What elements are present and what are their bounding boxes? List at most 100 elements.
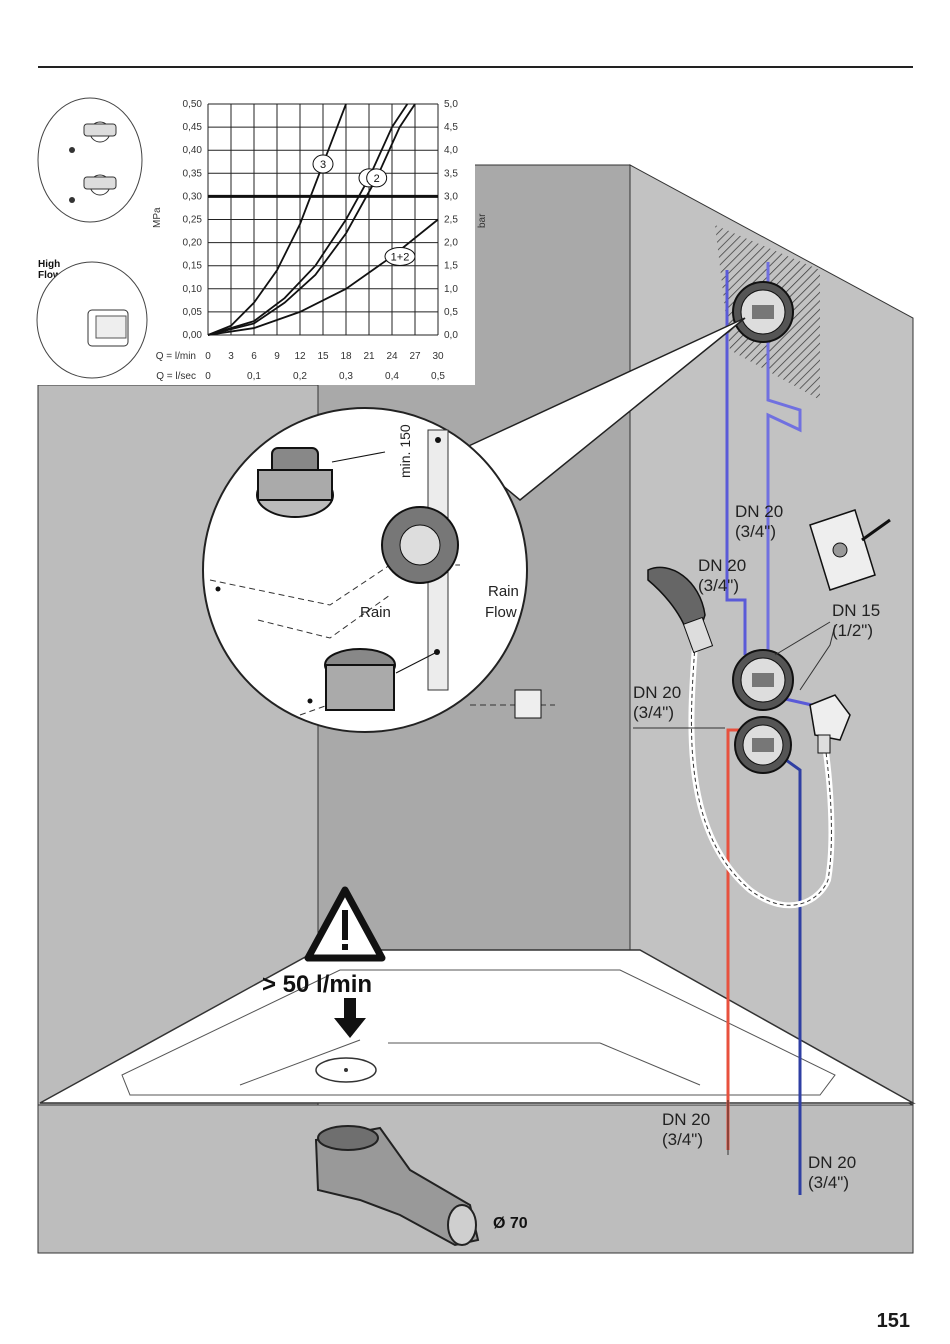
x-row1-label: Q = l/min	[156, 351, 196, 362]
y-left-tick: 0,25	[183, 215, 203, 226]
ceiling-valve	[732, 281, 794, 343]
y-right-tick: 4,0	[444, 145, 458, 156]
drain-center	[344, 1068, 348, 1072]
page-number: 151	[876, 1310, 910, 1332]
pressure-flow-chart: 3121+2 0,000,00,050,50,101,00,151,50,202…	[152, 99, 488, 382]
series-label: 2	[374, 173, 380, 185]
dn15-size: (1/2")	[832, 621, 873, 640]
y-right-tick: 1,5	[444, 261, 458, 272]
rain-flow-label-2: Flow	[485, 604, 517, 621]
y-right-tick: 2,0	[444, 238, 458, 249]
y-left-tick: 0,00	[183, 330, 203, 341]
series-label-bubble	[312, 154, 334, 174]
y-left-unit: MPa	[152, 207, 163, 228]
down-arrow-head-icon	[334, 1018, 366, 1038]
down-arrow-icon	[344, 998, 356, 1020]
y-left-tick: 0,10	[183, 284, 203, 295]
x-row1-tick: 12	[294, 351, 306, 362]
y-left-tick: 0,50	[183, 99, 203, 110]
y-left-tick: 0,40	[183, 145, 203, 156]
y-right-tick: 0,0	[444, 330, 458, 341]
x-row2-label: Q = l/sec	[156, 371, 196, 382]
x-row2-tick: 0,4	[385, 371, 399, 382]
dn20-size-mid: (3/4")	[698, 576, 739, 595]
warning-dot	[342, 944, 348, 950]
dn20-size-cold: (3/4")	[808, 1173, 849, 1192]
dn20-label-hot: DN 20	[662, 1110, 710, 1129]
series-label-bubble	[366, 168, 388, 188]
tray-edge	[599, 1042, 701, 1086]
high-flow-label-2: Flow	[38, 270, 61, 281]
dn20-label-top: DN 20	[735, 502, 783, 521]
mixing-valve-upper	[732, 649, 794, 711]
x-row2-tick: 0,3	[339, 371, 353, 382]
shower-hose-outline	[690, 644, 832, 906]
x-row1-tick: 0	[205, 351, 211, 362]
series-2-line	[207, 103, 416, 336]
x-row1-tick: 15	[317, 351, 329, 362]
escutcheon-plate-icon	[809, 509, 891, 591]
drain-diameter-label: Ø 70	[493, 1215, 528, 1232]
wall-outlet-icon	[809, 694, 851, 754]
y-left-tick: 0,45	[183, 122, 203, 133]
x-row2-tick: 0,2	[293, 371, 307, 382]
plug-lower-icon	[324, 648, 396, 711]
x-row1-tick: 3	[228, 351, 234, 362]
dn20-size-left: (3/4")	[633, 703, 674, 722]
y-right-tick: 3,5	[444, 168, 458, 179]
x-row1-tick: 30	[432, 351, 444, 362]
x-row1-tick: 24	[386, 351, 398, 362]
x-row1-tick: 18	[340, 351, 352, 362]
hand-shower-icon	[647, 566, 714, 654]
series-label: 3	[320, 159, 326, 171]
y-right-tick: 1,0	[444, 284, 458, 295]
x-row2-tick: 0,1	[247, 371, 261, 382]
high-flow-label-1: High	[38, 259, 60, 270]
y-right-tick: 3,0	[444, 191, 458, 202]
y-left-tick: 0,15	[183, 261, 203, 272]
x-row1-tick: 27	[409, 351, 421, 362]
x-row2-tick: 0,5	[431, 371, 445, 382]
tray-edge	[239, 1039, 361, 1086]
y-right-tick: 5,0	[444, 99, 458, 110]
y-right-unit: bar	[477, 213, 488, 228]
series-label: 1+2	[391, 251, 410, 263]
x-row1-tick: 9	[274, 351, 280, 362]
dn20-label-mid: DN 20	[698, 556, 746, 575]
rain-label: Rain	[360, 604, 391, 621]
rain-flow-label-1: Rain	[488, 583, 519, 600]
tray-inner	[121, 969, 836, 1096]
x-row1-tick: 21	[363, 351, 375, 362]
y-right-tick: 0,5	[444, 307, 458, 318]
y-right-tick: 4,5	[444, 122, 458, 133]
high-flow-thermostat-icon	[36, 261, 148, 379]
y-left-tick: 0,20	[183, 238, 203, 249]
chart-grid	[207, 103, 439, 336]
chart-curves: 3121+2	[207, 103, 439, 336]
y-left-tick: 0,05	[183, 307, 203, 318]
min-distance-label: min. 150	[397, 424, 413, 478]
dn20-label-cold: DN 20	[808, 1153, 856, 1172]
series-label-bubble	[384, 246, 416, 266]
series-1-line	[207, 103, 409, 336]
cold-pipe-upper	[725, 262, 802, 660]
y-right-tick: 2,5	[444, 215, 458, 226]
y-left-tick: 0,30	[183, 191, 203, 202]
y-left-tick: 0,35	[183, 168, 203, 179]
x-row1-tick: 6	[251, 351, 257, 362]
drain-trap-icon	[314, 1125, 480, 1247]
dn20-label-left: DN 20	[633, 683, 681, 702]
x-row2-tick: 0	[205, 371, 211, 382]
plug-upper-icon	[256, 447, 334, 518]
warning-exclamation-icon	[342, 910, 348, 940]
leader-lines	[633, 621, 836, 1155]
dn20-size-hot: (3/4")	[662, 1130, 703, 1149]
flow-warning-label: > 50 l/min	[262, 971, 372, 998]
mixing-valve-lower	[734, 716, 792, 774]
detail-contents	[209, 429, 555, 719]
dn15-label: DN 15	[832, 601, 880, 620]
dn20-size-top: (3/4")	[735, 522, 776, 541]
